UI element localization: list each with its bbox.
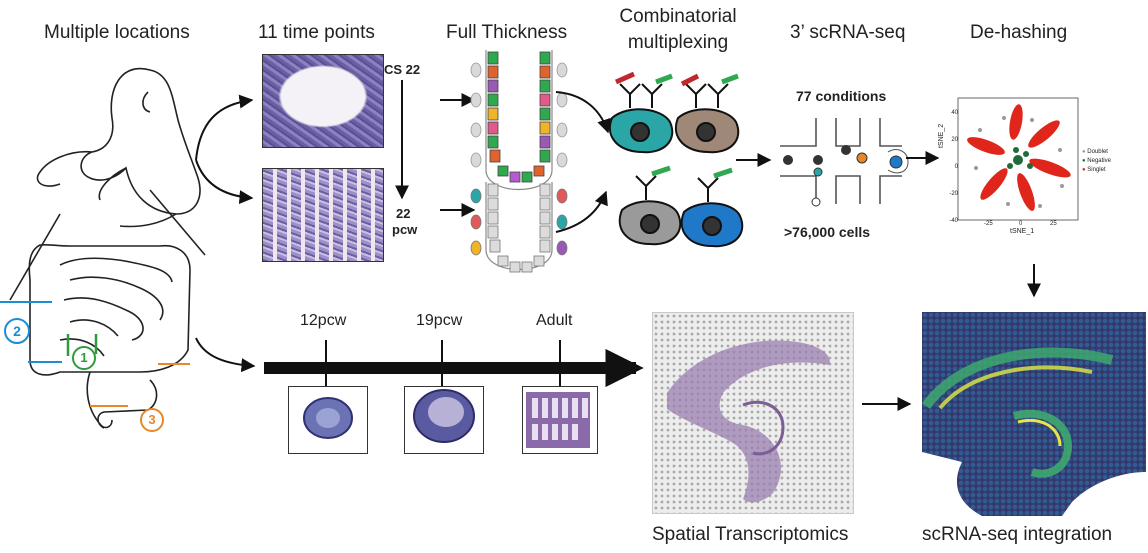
arrow-to-cs22 [195, 94, 254, 161]
crypt-top-cells [487, 51, 551, 183]
tsne-ytick: 40 [951, 110, 958, 116]
location-marker-2: 2 [4, 318, 30, 344]
arrow-crypt-top-to-cells [555, 91, 611, 134]
tsne-yticks: 40 20 0 -20 -40 [948, 100, 958, 235]
histology-22pcw-image [262, 168, 384, 262]
caption-spatial: Spatial Transcriptomics [652, 524, 849, 545]
embryo-outline [9, 67, 206, 301]
tsne-legend-singlet: ● Singlet [1082, 167, 1106, 173]
tsne-xtick: -25 [984, 221, 993, 227]
tsne-legend-negative: ● Negative [1082, 158, 1111, 164]
tsne-ytick: 0 [954, 164, 958, 170]
header-multiple-locations: Multiple locations [44, 22, 190, 43]
microfluidic-chip [780, 118, 902, 204]
header-full-thickness: Full Thickness [446, 22, 568, 43]
timeline-label-19pcw: 19pcw [416, 312, 463, 329]
time-label-end-number: 22 [396, 206, 411, 221]
cells-count: >76,000 cells [784, 224, 871, 240]
tissue-12pcw-frame [288, 386, 368, 454]
location-marker-1: 1 [72, 346, 96, 370]
arrow-to-22pcw [195, 159, 254, 205]
cell-blue [680, 167, 744, 248]
tsne-ytick: -20 [949, 191, 958, 197]
caption-integration: scRNA-seq integration [922, 524, 1113, 545]
cell-teal [609, 71, 674, 154]
histology-cs22-image [262, 54, 384, 148]
conditions-count: 77 conditions [796, 88, 887, 104]
tsne-legend: ● Doublet ● Negative ● Singlet [1082, 148, 1111, 175]
header-time-points: 11 time points [258, 22, 375, 43]
header-multiplexing: multiplexing [627, 32, 729, 53]
tsne-ylabel: tSNE_2 [938, 123, 945, 148]
cell-gray [618, 165, 682, 246]
arrow-crypt-bottom-to-cells [555, 190, 608, 233]
timeline-label-12pcw: 12pcw [300, 312, 347, 329]
header-dehashing: De-hashing [970, 22, 1068, 43]
tsne-ytick: -40 [949, 218, 958, 224]
location-marker-3: 3 [140, 408, 164, 432]
droplets [783, 145, 909, 207]
header-scrnaseq: 3’ scRNA-seq [790, 22, 906, 43]
tissue-19pcw-frame [404, 386, 484, 454]
tsne-frame [957, 97, 1079, 221]
time-label-end-unit: pcw [392, 222, 418, 237]
intestine-outline [28, 243, 191, 429]
scrnaseq-integration-image [922, 312, 1146, 516]
time-label-start: CS 22 [384, 62, 421, 77]
tsne-points [967, 104, 1071, 211]
crypt-bottom [470, 182, 568, 273]
tsne-xtick: 25 [1050, 221, 1057, 227]
tsne-ytick: 20 [951, 137, 958, 143]
timeline-label-adult: Adult [536, 312, 573, 329]
tsne-legend-doublet: ● Doublet [1082, 149, 1108, 155]
crypt-top [470, 50, 568, 190]
cell-tan [675, 73, 740, 154]
arrow-to-timeline [195, 337, 256, 373]
tissue-adult-frame [522, 386, 598, 454]
tsne-xtick: 0 [1019, 221, 1023, 227]
header-combinatorial: Combinatorial [619, 6, 737, 27]
spatial-transcriptomics-image [652, 312, 854, 514]
tsne-xlabel: tSNE_1 [1010, 228, 1035, 235]
